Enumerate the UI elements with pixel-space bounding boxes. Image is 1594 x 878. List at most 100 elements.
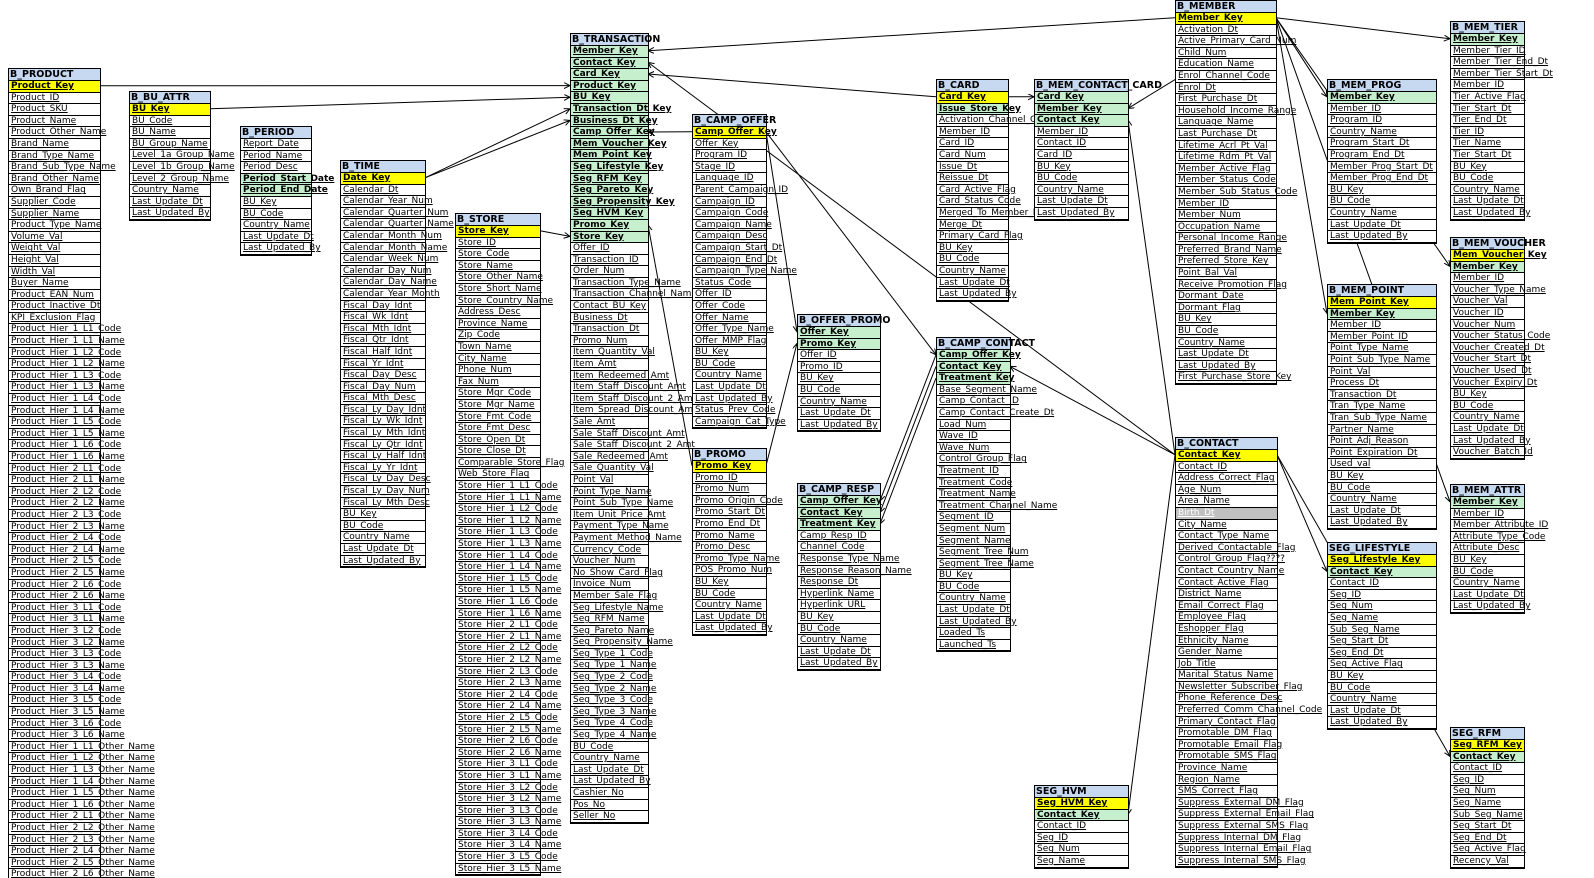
attribute: Country_Name: [1328, 494, 1436, 506]
attribute: Contact_Active_Flag: [1176, 578, 1277, 590]
attribute: Seg_Type_2_Code: [571, 672, 653, 684]
attribute: Calendar_Year_Num: [341, 196, 433, 208]
entity-title: B_MEM_PROG: [1328, 80, 1436, 92]
attribute: Brand_Name: [9, 139, 100, 151]
entity-title: B_MEM_POINT: [1328, 285, 1436, 297]
attribute: Last_Update_Dt: [130, 197, 210, 209]
attribute: Store_Hier_1_L4_Name: [456, 562, 562, 574]
attribute: Suppress_Internal_SMS_Flag: [1176, 855, 1306, 868]
attribute: BU_Key: [341, 509, 425, 521]
attribute: Store_Hier_1_L6_Name: [456, 608, 562, 621]
attribute: Store_Hier_2_L3_Code: [456, 666, 558, 679]
attribute: Sale_Quantity_Val: [571, 463, 654, 475]
attribute: Last_Purchase_Dt: [1176, 129, 1276, 141]
attribute: Town_Name: [456, 342, 540, 354]
attribute: Promo_Start_Dt: [693, 507, 766, 519]
attribute: Suppress_Internal_Email_Flag: [1176, 844, 1312, 856]
foreign-key-attribute: Camp_Offer_Key: [571, 127, 655, 139]
attribute: Member_Tier_End_Dt: [1451, 57, 1549, 69]
attribute: Last_Update_Dt: [1451, 589, 1524, 602]
attribute: Product_Type_Name: [9, 220, 102, 232]
relationship-line: [539, 230, 570, 237]
foreign-key-attribute: Store_Key: [571, 231, 648, 244]
attribute: BU_Code: [1328, 483, 1436, 495]
attribute: Product_Inactive_Dt: [9, 301, 101, 313]
attribute: Product_Hier_2_L2_Other_Name: [9, 823, 155, 835]
attribute: Promo_Name: [693, 531, 766, 543]
attribute: Supplier_Code: [9, 197, 100, 209]
foreign-key-attribute: Contact_Key: [1035, 115, 1128, 127]
primary-key-attribute: Camp_Offer_Key: [693, 127, 777, 139]
attribute: Country_Name: [241, 220, 311, 232]
attribute: Email_Correct_Flag: [1176, 601, 1277, 613]
attribute: Segment_Tree_Name: [937, 558, 1034, 571]
attribute: Campaign_End_Dt: [693, 254, 778, 267]
attribute: Pos_No: [571, 800, 648, 812]
attribute: Member_ID: [1035, 127, 1128, 139]
attribute: Seg_Type_3_Name: [571, 706, 657, 719]
attribute: Product_Hier_2_L3_Name: [9, 521, 125, 534]
relationship-line: [424, 109, 570, 179]
attribute: BU_Code: [693, 589, 766, 601]
attribute: Calendar_Day_Num: [341, 265, 432, 278]
attribute: BU_Key: [1451, 162, 1524, 174]
attribute: Last_Updated_By: [1035, 208, 1128, 220]
attribute: Product_Hier_1_L5_Other_Name: [9, 788, 155, 800]
attribute: Currency_Code: [571, 545, 648, 557]
attribute: Store_Hier_2_L6_Name: [456, 747, 562, 760]
attribute: Item_Amt: [571, 359, 648, 371]
attribute: Member_Point_ID: [1328, 332, 1436, 344]
attribute: Brand_Type_Name: [9, 151, 100, 163]
attribute: Product_Hier_1_L3_Other_Name: [9, 765, 155, 777]
entity-title: B_TIME: [341, 161, 425, 173]
attribute: Product_Hier_2_L1_Other_Name: [9, 811, 155, 823]
foreign-key-attribute: Contact_Key: [1451, 751, 1524, 764]
attribute: BU_Key: [1328, 471, 1436, 483]
attribute: Channel_Code: [798, 542, 880, 554]
attribute: Seg_ID: [1035, 833, 1128, 845]
attribute: Store_Hier_2_L5_Code: [456, 712, 558, 725]
attribute: Store_Hier_2_L4_Code: [456, 689, 558, 702]
attribute: Store_Hier_1_L2_Name: [456, 515, 562, 528]
attribute: BU_Group_Name: [130, 139, 210, 151]
attribute: Seg_Type_4_Code: [571, 718, 653, 731]
attribute: Voucher_Start_Dt: [1451, 354, 1532, 366]
attribute: Hyperlink_URL: [798, 600, 880, 612]
foreign-key-attribute: Member_Key: [1328, 308, 1436, 321]
attribute: Response_Type_Name: [798, 553, 900, 566]
attribute: Transaction_Dt: [1328, 390, 1436, 402]
attribute: Last_Update_Dt: [798, 647, 880, 659]
relationship-line: [1128, 454, 1176, 815]
relationship-line: [880, 377, 937, 524]
attribute: Used_val: [1328, 459, 1436, 471]
attribute: Store_Hier_1_L6_Code: [456, 597, 558, 609]
attribute: Last_Update_Dt: [937, 277, 1010, 290]
attribute: Calendar_Dt: [341, 185, 425, 197]
attribute: Sale_Staff_Discount_2_Amt: [571, 440, 695, 452]
attribute: Primary_Card_Flag: [937, 231, 1023, 243]
attribute: Member_Num: [1176, 210, 1276, 222]
